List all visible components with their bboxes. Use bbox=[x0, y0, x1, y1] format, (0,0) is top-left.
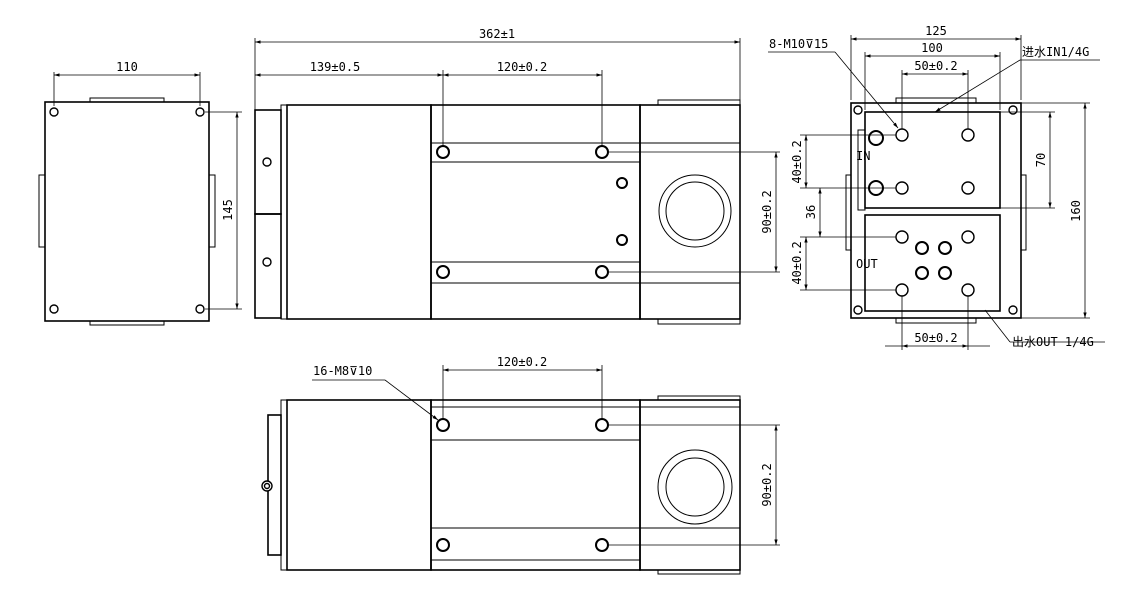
body-front bbox=[286, 104, 432, 320]
corner-hole bbox=[195, 107, 205, 117]
body-mid bbox=[430, 104, 641, 320]
dim-70: 70 bbox=[1034, 153, 1048, 167]
corner-hole bbox=[195, 304, 205, 314]
inlet-fitting bbox=[868, 130, 884, 146]
port-circle-inner bbox=[665, 181, 725, 241]
callout-bottom-holes: 16-M8⊽10 bbox=[313, 364, 372, 378]
dim-120-bottom: 120±0.2 bbox=[497, 355, 548, 369]
dim-40-lower: 40±0.2 bbox=[790, 241, 804, 284]
bolt bbox=[595, 145, 609, 159]
dim-50-bottom: 50±0.2 bbox=[914, 331, 957, 345]
end-view-right: IN OUT 125 100 50±0.2 50±0.2 40±0.2 36 bbox=[768, 24, 1105, 350]
corner-hole bbox=[49, 107, 59, 117]
bottom-tab bbox=[89, 320, 165, 326]
upper-block bbox=[864, 111, 1001, 209]
body-rear bbox=[639, 104, 741, 320]
bolt bbox=[436, 265, 450, 279]
bolt bbox=[595, 265, 609, 279]
top-tab bbox=[89, 97, 165, 103]
bolt bbox=[595, 418, 609, 432]
flange-plate bbox=[280, 104, 288, 320]
callout-inlet: 进水IN1/4G bbox=[1022, 45, 1089, 59]
dim-125: 125 bbox=[925, 24, 947, 38]
body-front bbox=[286, 399, 432, 571]
bolt bbox=[436, 538, 450, 552]
out-mark: OUT bbox=[856, 257, 878, 271]
flange-plate bbox=[280, 399, 288, 571]
corner-hole bbox=[49, 304, 59, 314]
body-rear bbox=[639, 399, 741, 571]
dim-110: 110 bbox=[116, 60, 138, 74]
dim-90-bottom: 90±0.2 bbox=[760, 463, 774, 506]
side-view-bottom: 120±0.2 90±0.2 16-M8⊽10 bbox=[261, 355, 780, 575]
dim-100: 100 bbox=[921, 41, 943, 55]
bolt bbox=[436, 145, 450, 159]
dim-139: 139±0.5 bbox=[310, 60, 361, 74]
right-tab bbox=[208, 174, 216, 248]
in-mark: IN bbox=[856, 149, 870, 163]
port-circle-inner bbox=[665, 457, 725, 517]
left-tab bbox=[38, 174, 46, 248]
side-view-top: 362±1 139±0.5 120±0.2 90±0.2 bbox=[254, 27, 780, 325]
dim-36: 36 bbox=[804, 205, 818, 219]
end-view-left: 110 145 bbox=[38, 60, 242, 326]
bolt bbox=[595, 538, 609, 552]
dim-145: 145 bbox=[221, 199, 235, 221]
end-plate-outline bbox=[44, 101, 210, 322]
dim-50-top: 50±0.2 bbox=[914, 59, 957, 73]
dim-40-upper: 40±0.2 bbox=[790, 140, 804, 183]
dim-90-top: 90±0.2 bbox=[760, 190, 774, 233]
callout-outlet: 出水OUT 1/4G bbox=[1012, 335, 1094, 349]
dim-160: 160 bbox=[1069, 200, 1083, 222]
dim-120-top: 120±0.2 bbox=[497, 60, 548, 74]
port-circle-outer bbox=[658, 174, 732, 248]
dim-362: 362±1 bbox=[479, 27, 515, 41]
lower-block bbox=[864, 214, 1001, 312]
bolt bbox=[436, 418, 450, 432]
port-circle-outer bbox=[657, 449, 733, 525]
callout-top-holes: 8-M10⊽15 bbox=[769, 37, 828, 51]
